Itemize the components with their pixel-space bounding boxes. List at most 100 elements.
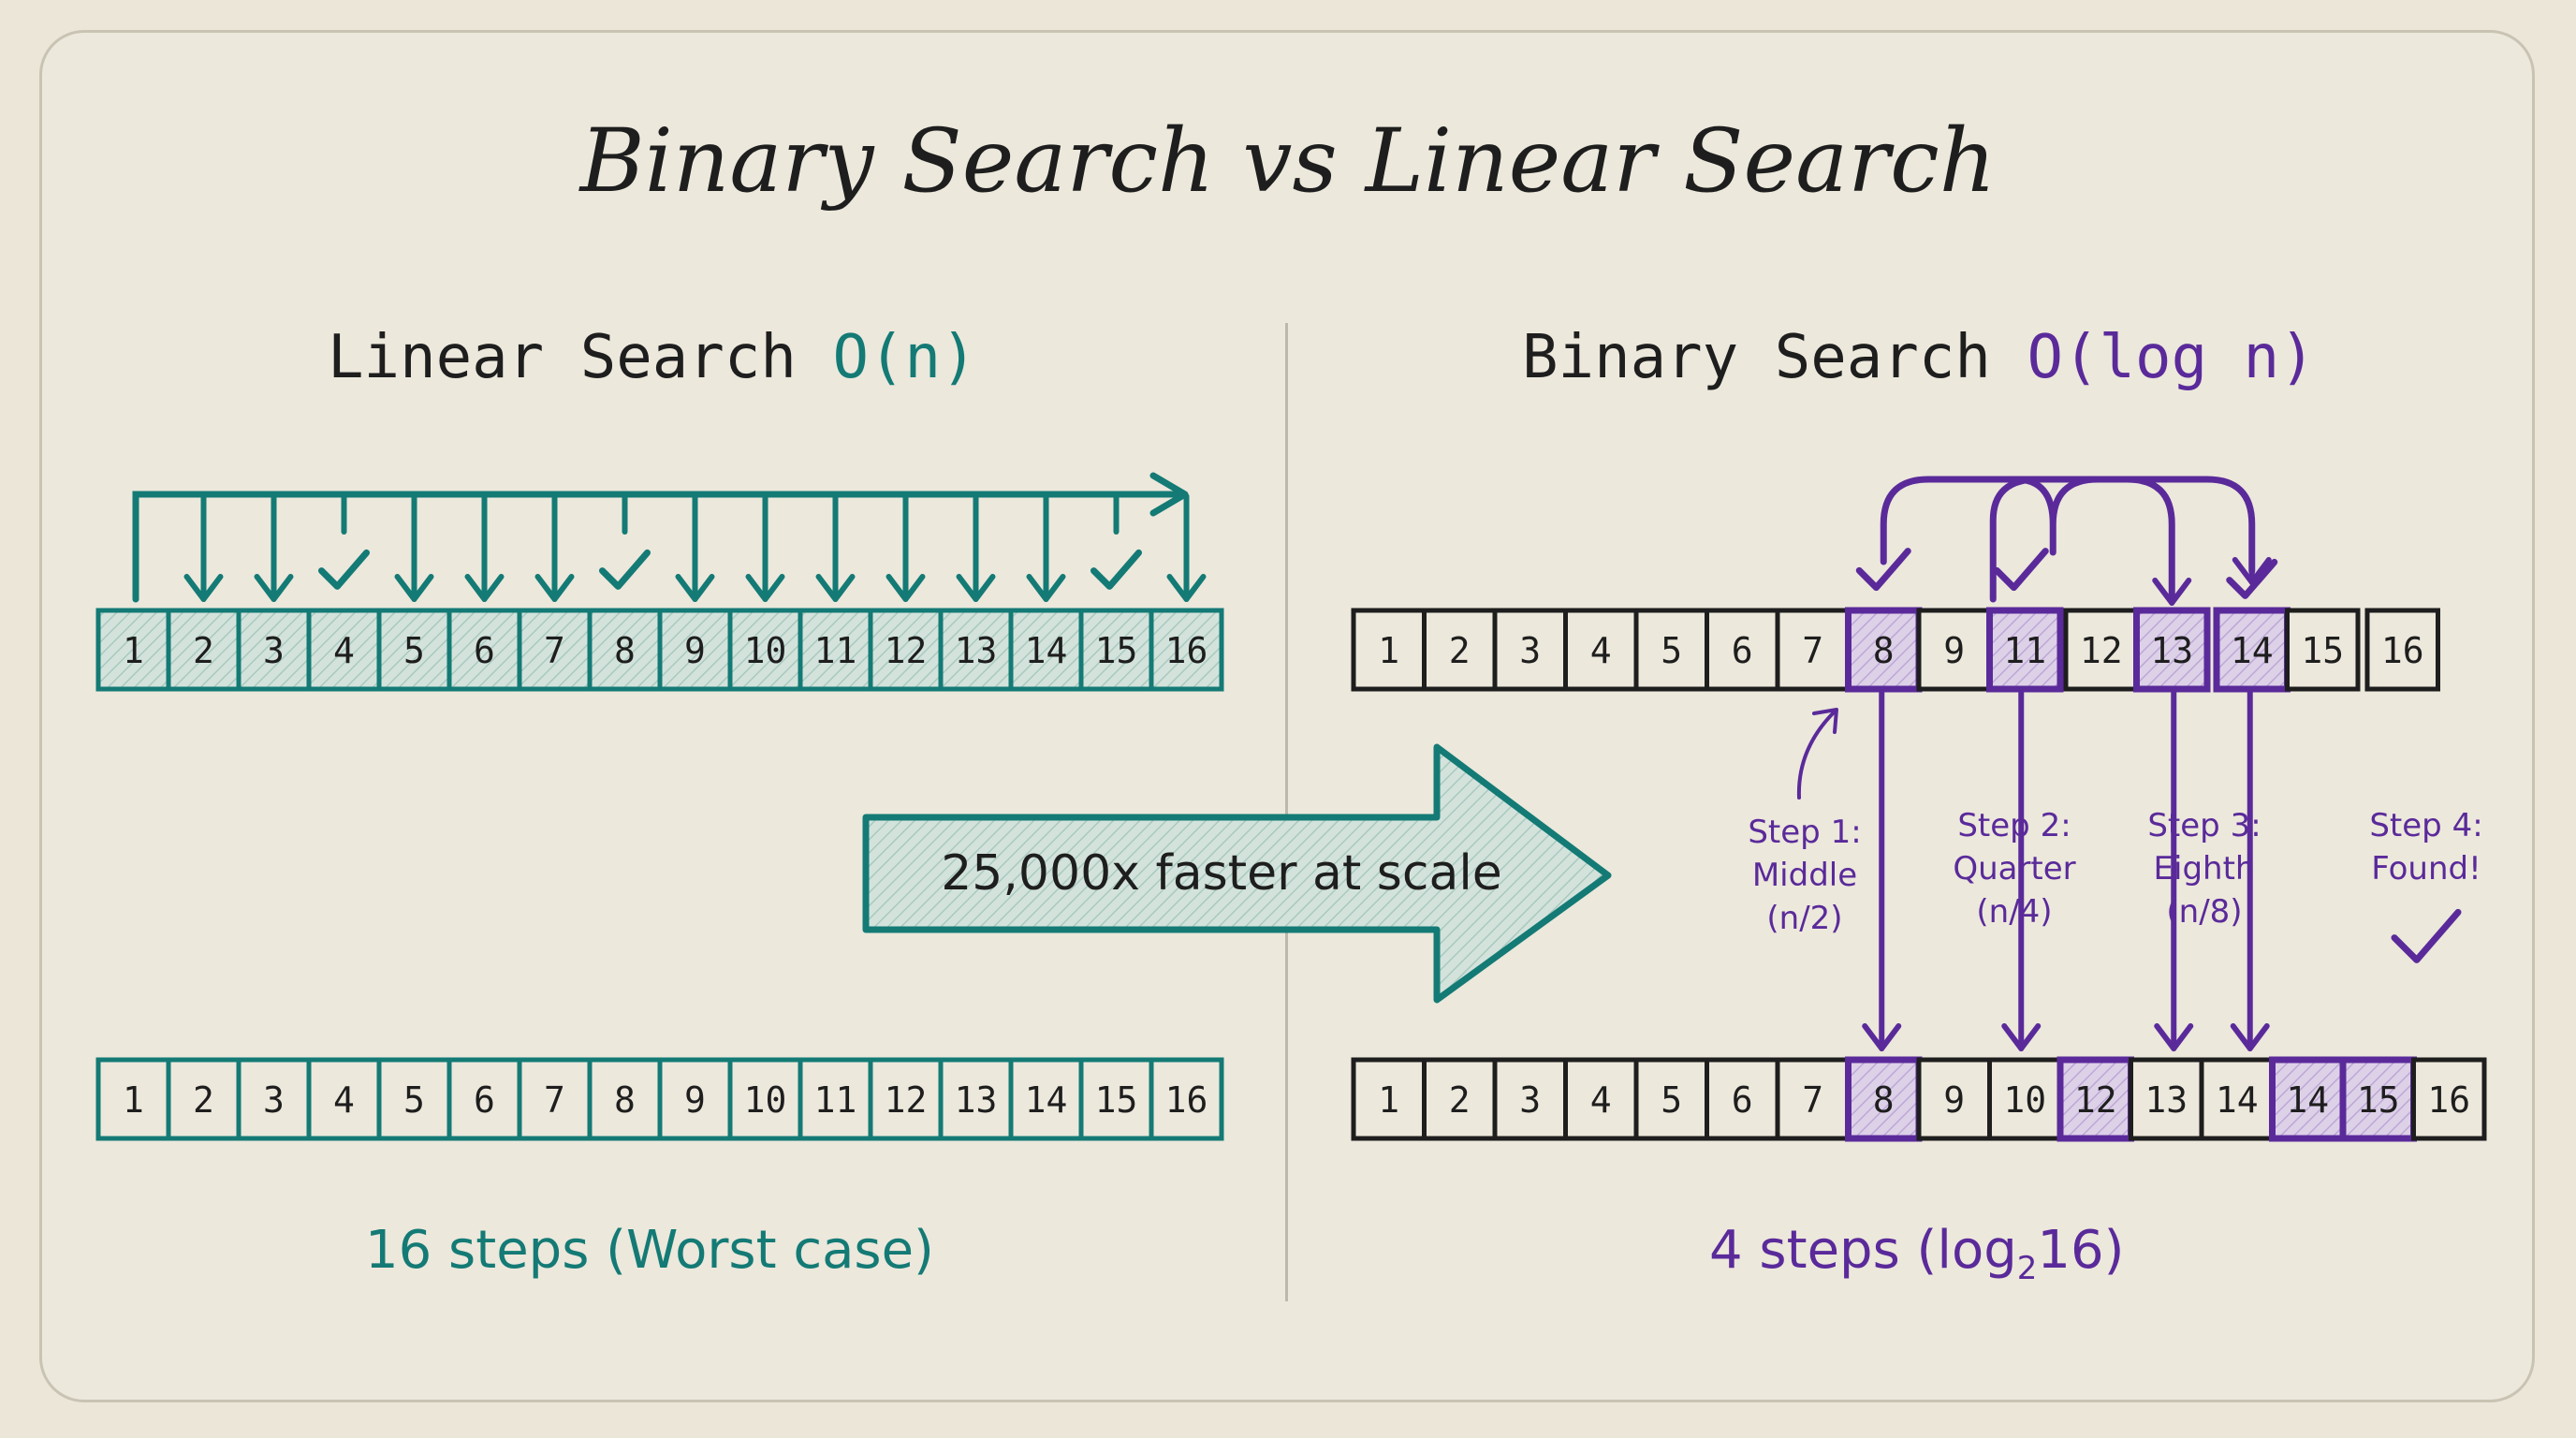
linear-bottom-cell-8 <box>587 1057 663 1141</box>
binary-top-cell-label: 1 <box>1378 630 1399 671</box>
linear-bottom-cell-label: 4 <box>333 1079 355 1121</box>
comparison-arrow: 25,000x faster at scale <box>862 743 1612 1004</box>
linear-top-cell-label: 16 <box>1165 630 1208 671</box>
binary-bottom-cell-label: 16 <box>2427 1079 2470 1121</box>
linear-down-arrow <box>1026 493 1066 602</box>
linear-title-text: Linear Search <box>328 323 797 392</box>
binary-bottom-cell-7 <box>1775 1057 1851 1141</box>
linear-down-arrow <box>254 493 294 602</box>
step1-pointer-head <box>1812 708 1838 734</box>
center-divider <box>1285 323 1288 1301</box>
linear-bottom-cell-label: 9 <box>684 1079 706 1121</box>
binary-top-cell-8 <box>1845 607 1923 693</box>
binary-bottom-cell-label: 5 <box>1661 1079 1682 1121</box>
linear-sweep-line <box>132 491 1185 603</box>
binary-bottom-cell-15 <box>2339 1056 2417 1142</box>
binary-top-cell-label: 8 <box>1873 630 1895 671</box>
linear-down-arrow <box>534 493 575 602</box>
step-4-line1: Step 4: <box>2369 807 2482 844</box>
linear-top-cell-label: 10 <box>744 630 787 671</box>
linear-bottom-cell-label: 5 <box>403 1079 425 1121</box>
linear-top-cell-2 <box>166 608 242 692</box>
binary-top-cell-4 <box>1563 608 1639 692</box>
binary-check-15 <box>2226 558 2278 599</box>
binary-bottom-cell-label: 3 <box>1519 1079 1541 1121</box>
binary-long-arrow-step2 <box>2001 690 2042 1051</box>
linear-bottom-cell-label: 13 <box>955 1079 998 1121</box>
linear-bottom-cell-label: 14 <box>1025 1079 1068 1121</box>
binary-section-title: Binary Search O(log n) <box>1522 323 2316 392</box>
linear-bottom-cell-label: 10 <box>744 1079 787 1121</box>
linear-bottom-cell-16 <box>1149 1057 1224 1141</box>
binary-bottom-cell-label: 9 <box>1943 1079 1965 1121</box>
linear-top-cell-7 <box>517 608 593 692</box>
binary-arrow-to-15 <box>2232 557 2272 585</box>
binary-top-cell-2 <box>1422 608 1498 692</box>
linear-top-cell-label: 15 <box>1095 630 1138 671</box>
step-3-line1: Step 3: <box>2147 807 2261 844</box>
found-check-icon <box>2391 908 2462 963</box>
linear-top-cell-15 <box>1078 608 1154 692</box>
binary-top-cell-label: 4 <box>1590 630 1612 671</box>
linear-complexity: O(n) <box>832 323 977 392</box>
step-2-line1: Step 2: <box>1957 807 2071 844</box>
linear-bottom-cell-label: 1 <box>123 1079 144 1121</box>
linear-top-cell-label: 12 <box>885 630 928 671</box>
linear-top-cell-6 <box>446 608 522 692</box>
binary-check-12 <box>1993 548 2049 592</box>
binary-bottom-cell-label: 10 <box>2003 1079 2046 1121</box>
binary-footer-suffix: 16) <box>2037 1220 2125 1281</box>
linear-top-cell-8 <box>587 608 663 692</box>
binary-top-cell-label: 7 <box>1802 630 1823 671</box>
linear-down-arrow <box>394 493 434 602</box>
linear-check-icon <box>1090 549 1142 590</box>
step-4-line2: Found! <box>2371 850 2481 888</box>
binary-bottom-cell-13 <box>2199 1057 2275 1141</box>
binary-bottom-cell-label: 14 <box>2286 1079 2329 1121</box>
binary-steps-footer: 4 steps (log216) <box>1709 1220 2125 1287</box>
linear-top-cell-label: 13 <box>955 630 998 671</box>
binary-top-cell-9 <box>1916 608 1992 692</box>
linear-top-cell-11 <box>798 608 873 692</box>
linear-bottom-cell-label: 15 <box>1095 1079 1138 1121</box>
linear-bottom-cell-14 <box>1008 1057 1084 1141</box>
binary-top-cell-label: 16 <box>2381 630 2424 671</box>
step1-pointer <box>1796 710 1837 800</box>
linear-bottom-cell-label: 16 <box>1165 1079 1208 1121</box>
linear-bottom-cell-label: 8 <box>614 1079 636 1121</box>
binary-top-cell-10 <box>1986 607 2064 693</box>
linear-top-cell-label: 2 <box>193 630 214 671</box>
binary-title-text: Binary Search <box>1522 323 1991 392</box>
linear-down-arrow <box>745 493 785 602</box>
linear-top-cell-16 <box>1149 608 1224 692</box>
binary-bottom-cell-1 <box>1351 1057 1427 1141</box>
binary-bottom-cell-label: 1 <box>1378 1079 1399 1121</box>
linear-top-cell-label: 1 <box>123 630 144 671</box>
binary-bottom-cell-label: 7 <box>1802 1079 1823 1121</box>
linear-top-cell-label: 4 <box>333 630 355 671</box>
binary-top-cell-label: 15 <box>2301 630 2344 671</box>
binary-top-cell-label: 5 <box>1661 630 1682 671</box>
binary-footer-sub: 2 <box>2016 1250 2038 1288</box>
binary-bottom-cell-label: 12 <box>2074 1079 2117 1121</box>
linear-top-cell-label: 14 <box>1025 630 1068 671</box>
step-1-line3: (n/2) <box>1766 900 1842 937</box>
linear-down-arrow <box>675 493 715 602</box>
binary-top-cell-12 <box>2133 607 2211 693</box>
linear-down-arrow <box>886 493 926 602</box>
linear-top-cell-label: 9 <box>684 630 706 671</box>
binary-bottom-cell-label: 13 <box>2144 1079 2188 1121</box>
linear-top-cell-3 <box>236 608 312 692</box>
linear-down-arrow <box>1166 493 1207 602</box>
linear-bottom-cell-10 <box>727 1057 803 1141</box>
linear-down-arrow <box>815 493 856 602</box>
main-title: Binary Search vs Linear Search <box>579 110 1997 213</box>
binary-top-cell-6 <box>1705 608 1780 692</box>
binary-footer-prefix: 4 steps (log <box>1709 1220 2017 1281</box>
linear-check-icon <box>599 549 651 590</box>
binary-jump-arc-main <box>1880 476 2175 603</box>
binary-bottom-cell-label: 2 <box>1449 1079 1471 1121</box>
binary-long-arrow-step1 <box>1862 690 1902 1051</box>
binary-top-cell-15 <box>2364 608 2440 692</box>
